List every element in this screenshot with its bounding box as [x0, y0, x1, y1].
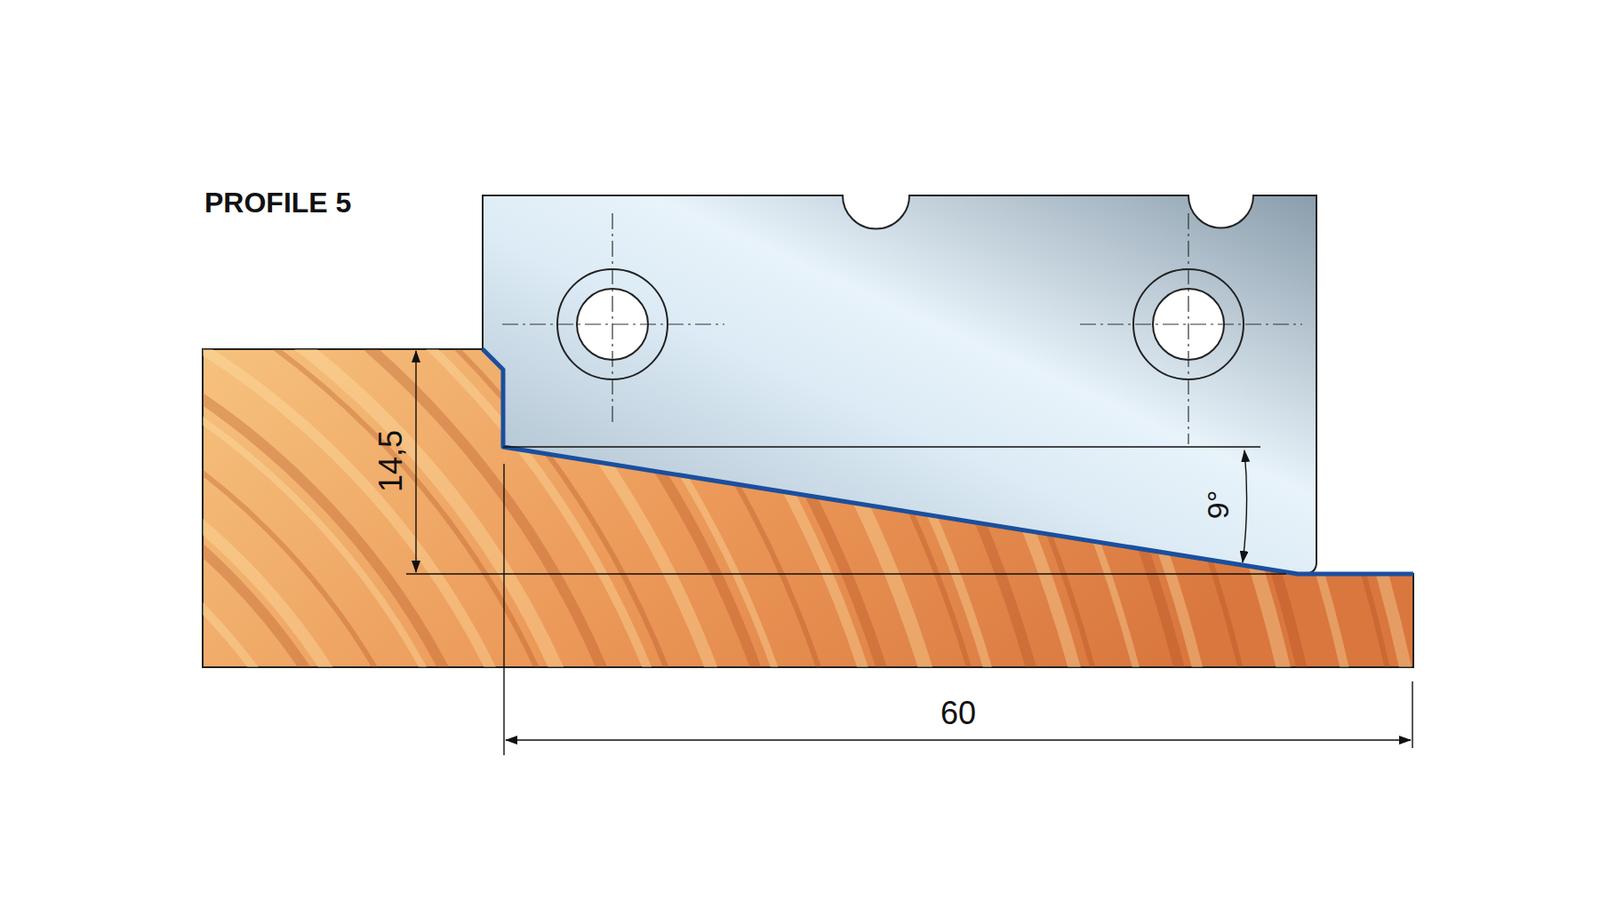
dimension-label: 60	[940, 697, 976, 730]
dimension-lines	[406, 351, 1413, 756]
diagram-title: PROFILE 5	[204, 188, 352, 217]
centre-line	[502, 213, 1303, 445]
wood-grain	[0, 0, 1444, 900]
profile-line	[482, 349, 1414, 575]
dimension-label: 14,5	[375, 430, 408, 493]
cutter-knife	[482, 195, 1317, 575]
angle-label: 9°	[1202, 490, 1233, 520]
